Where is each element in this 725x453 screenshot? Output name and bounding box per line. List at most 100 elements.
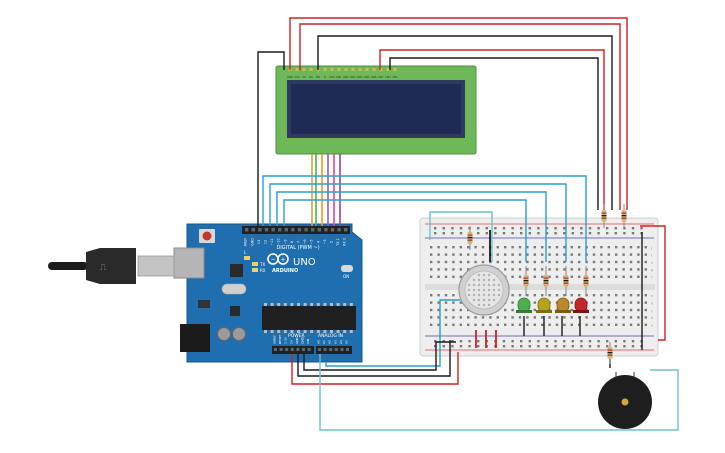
breadboard-hole[interactable] (504, 260, 507, 264)
rail-hole[interactable] (528, 345, 531, 348)
breadboard-hole[interactable] (452, 308, 455, 312)
rail-hole[interactable] (606, 340, 609, 343)
breadboard-hole[interactable] (504, 316, 507, 319)
breadboard-hole[interactable] (607, 253, 610, 256)
breadboard-hole[interactable] (504, 253, 507, 256)
digital-pin-socket[interactable] (284, 228, 288, 232)
breadboard-hole[interactable] (563, 323, 566, 326)
rail-hole[interactable] (477, 340, 480, 343)
breadboard-hole[interactable] (430, 308, 433, 312)
breadboard-hole[interactable] (622, 323, 625, 326)
breadboard-hole[interactable] (430, 253, 433, 256)
breadboard-hole[interactable] (548, 323, 551, 326)
breadboard-hole[interactable] (592, 294, 596, 297)
rail-hole[interactable] (528, 340, 531, 343)
breadboard-hole[interactable] (437, 316, 440, 319)
breadboard-hole[interactable] (592, 253, 596, 256)
breadboard-hole[interactable] (548, 253, 551, 256)
breadboard-hole[interactable] (644, 323, 647, 326)
breadboard-hole[interactable] (459, 260, 462, 264)
analog-pin-socket[interactable] (340, 348, 344, 351)
resistor-yellow-led[interactable] (543, 266, 549, 296)
digital-pin-socket[interactable] (264, 228, 269, 232)
breadboard-hole[interactable] (578, 323, 581, 326)
breadboard-hole[interactable] (437, 308, 440, 312)
rail-hole[interactable] (485, 227, 488, 230)
breadboard-hole[interactable] (496, 246, 499, 249)
digital-pin-socket[interactable] (245, 228, 249, 232)
breadboard-hole[interactable] (518, 246, 522, 249)
breadboard-hole[interactable] (437, 275, 440, 278)
lcd-pin[interactable] (365, 68, 369, 71)
wire-d13-red-led[interactable] (262, 175, 587, 262)
breadboard-hole[interactable] (600, 323, 603, 326)
lcd-pin[interactable] (323, 68, 327, 71)
rail-hole[interactable] (597, 345, 600, 348)
breadboard-hole[interactable] (481, 316, 485, 319)
breadboard-hole[interactable] (467, 323, 470, 326)
breadboard-hole[interactable] (629, 246, 633, 249)
rail-hole[interactable] (563, 232, 566, 235)
digital-pin-socket[interactable] (317, 228, 321, 232)
breadboard-hole[interactable] (430, 268, 433, 271)
resistor-red-led[interactable] (583, 266, 589, 296)
breadboard-hole[interactable] (644, 260, 647, 264)
resistor-amber-led[interactable] (563, 266, 569, 296)
breadboard-hole[interactable] (541, 275, 544, 278)
breadboard-hole[interactable] (622, 275, 625, 278)
breadboard-hole[interactable] (437, 246, 440, 249)
breadboard-hole[interactable] (615, 246, 618, 249)
breadboard-hole[interactable] (481, 260, 485, 264)
breadboard-hole[interactable] (600, 268, 603, 271)
breadboard-hole[interactable] (459, 316, 462, 319)
breadboard-hole[interactable] (533, 316, 536, 319)
breadboard-hole[interactable] (444, 260, 448, 264)
rail-hole[interactable] (545, 227, 549, 230)
breadboard-hole[interactable] (511, 323, 514, 326)
breadboard-hole[interactable] (452, 246, 455, 249)
breadboard-hole[interactable] (511, 316, 514, 319)
breadboard-hole[interactable] (518, 275, 522, 278)
breadboard-hole[interactable] (615, 308, 618, 312)
resistor-lcd-2[interactable] (621, 204, 627, 228)
breadboard-hole[interactable] (548, 316, 551, 319)
rail-hole[interactable] (614, 345, 617, 348)
power-pin-socket[interactable] (307, 348, 311, 351)
led-yellow-2[interactable] (555, 297, 571, 313)
breadboard-hole[interactable] (430, 246, 433, 249)
rail-hole[interactable] (554, 232, 557, 235)
rail-hole[interactable] (597, 340, 600, 343)
breadboard-hole[interactable] (459, 323, 462, 326)
breadboard-hole[interactable] (489, 316, 492, 319)
breadboard-hole[interactable] (629, 294, 633, 297)
breadboard-hole[interactable] (622, 294, 625, 297)
rail-hole[interactable] (623, 227, 626, 230)
rail-hole[interactable] (537, 227, 540, 230)
breadboard-hole[interactable] (518, 294, 522, 297)
rail-hole[interactable] (580, 345, 583, 348)
breadboard-hole[interactable] (452, 253, 455, 256)
rail-hole[interactable] (554, 345, 557, 348)
digital-pin-socket[interactable] (337, 228, 341, 232)
breadboard-hole[interactable] (430, 260, 433, 264)
usb-cable[interactable]: ⎍ (48, 248, 175, 284)
breadboard-hole[interactable] (511, 268, 514, 271)
wire-lcd-backlight-gnd[interactable] (389, 57, 599, 210)
lcd-pin[interactable] (372, 68, 376, 71)
breadboard-hole[interactable] (592, 268, 596, 271)
breadboard-hole[interactable] (548, 246, 551, 249)
breadboard-hole[interactable] (637, 294, 640, 297)
digital-pin-socket[interactable] (344, 228, 348, 232)
breadboard-hole[interactable] (496, 253, 499, 256)
breadboard-hole[interactable] (533, 246, 536, 249)
rail-hole[interactable] (571, 232, 574, 235)
breadboard-hole[interactable] (526, 316, 529, 319)
breadboard-hole[interactable] (578, 253, 581, 256)
rail-hole[interactable] (631, 227, 635, 230)
breadboard-hole[interactable] (578, 294, 581, 297)
breadboard-hole[interactable] (644, 294, 647, 297)
breadboard-hole[interactable] (481, 323, 485, 326)
breadboard-hole[interactable] (555, 294, 559, 297)
breadboard-hole[interactable] (452, 294, 455, 297)
